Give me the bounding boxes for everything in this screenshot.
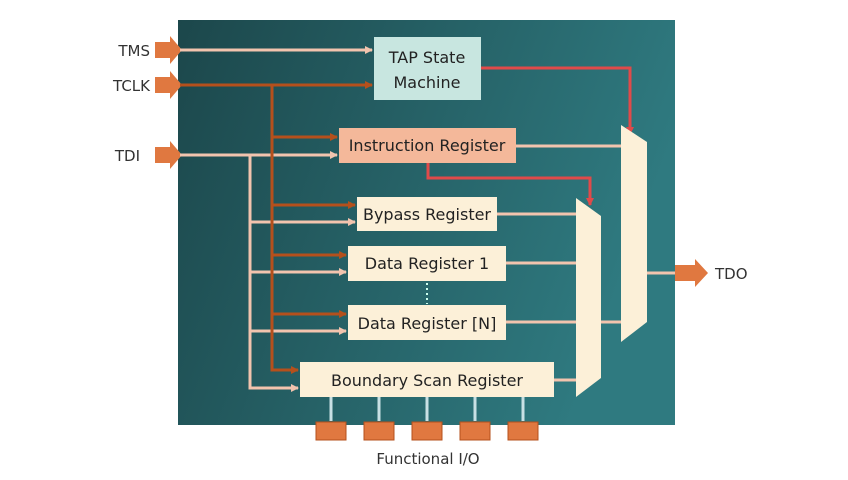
- svg-text:Data Register 1: Data Register 1: [365, 254, 489, 273]
- bypass-register: Bypass Register: [357, 197, 497, 231]
- data-register-n: Data Register [N]: [348, 305, 506, 340]
- control-lines: [426, 66, 634, 206]
- svg-text:Bypass Register: Bypass Register: [363, 205, 491, 224]
- data-lines: [180, 46, 675, 392]
- functional-io-label: Functional I/O: [376, 450, 479, 468]
- io-pad: [507, 421, 539, 441]
- svg-text:Machine: Machine: [394, 73, 461, 92]
- svg-text:Data Register [N]: Data Register [N]: [358, 314, 497, 333]
- tdo-label: TDO: [714, 265, 748, 283]
- data-mux: [576, 198, 601, 397]
- data-register-1: Data Register 1: [348, 246, 506, 281]
- tap-state-machine: TAP State Machine: [374, 37, 481, 100]
- tms-label: TMS: [117, 42, 150, 60]
- tms-pin-arrow: [155, 36, 182, 64]
- output-mux: [621, 125, 647, 342]
- svg-text:TAP State: TAP State: [388, 48, 466, 67]
- tdi-label: TDI: [114, 147, 140, 165]
- io-pad: [363, 421, 395, 441]
- clock-lines: [180, 81, 373, 374]
- svg-text:Instruction Register: Instruction Register: [349, 136, 506, 155]
- input-pins: [155, 36, 708, 287]
- svg-text:Boundary Scan Register: Boundary Scan Register: [331, 371, 523, 390]
- io-pad: [411, 421, 443, 441]
- boundary-scan-register: Boundary Scan Register: [300, 362, 554, 397]
- tclk-label: TCLK: [112, 77, 151, 95]
- tdi-pin-arrow: [155, 141, 182, 169]
- io-pad: [315, 421, 347, 441]
- io-pad: [459, 421, 491, 441]
- instruction-register: Instruction Register: [339, 128, 516, 163]
- functional-io-pads: [315, 397, 539, 441]
- tdo-pin-arrow: [675, 259, 708, 287]
- tclk-pin-arrow: [155, 71, 182, 99]
